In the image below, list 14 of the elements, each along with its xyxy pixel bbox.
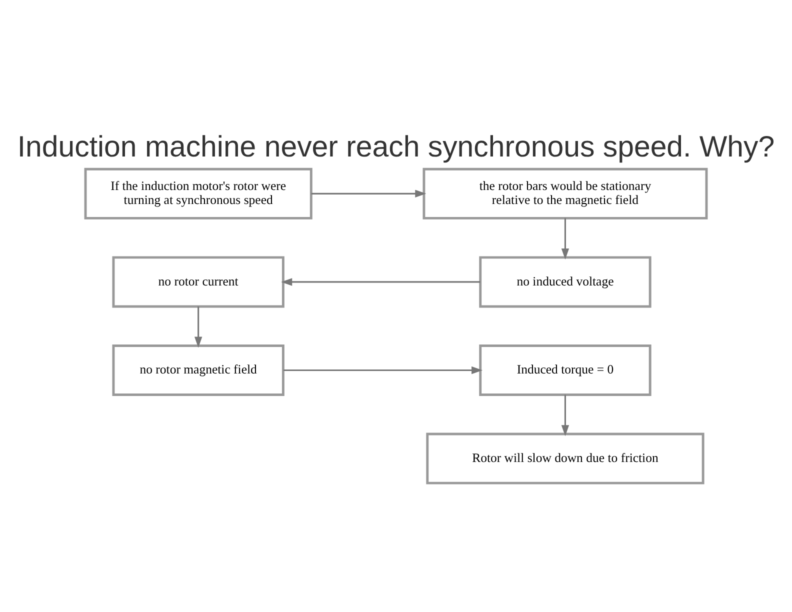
node-box: no rotor magnetic field	[112, 344, 284, 396]
node-box: If the induction motor's rotor were turning at synchronous speed	[84, 168, 312, 220]
arrow	[194, 306, 202, 348]
node-box: the rotor bars would be stationary relative to the magnetic field	[422, 168, 708, 220]
node-box: Induced torque = 0	[479, 344, 652, 396]
arrow	[561, 394, 570, 436]
node-box: no induced voltage	[479, 256, 652, 308]
arrow	[281, 278, 480, 286]
arrow	[283, 366, 483, 374]
arrow	[311, 190, 426, 198]
node-box: no rotor current	[112, 256, 284, 308]
diagram-title: Induction machine never reach synchronous speed. Why?	[17, 130, 775, 164]
arrow	[561, 218, 570, 260]
node-box: Rotor will slow down due to friction	[426, 432, 704, 484]
